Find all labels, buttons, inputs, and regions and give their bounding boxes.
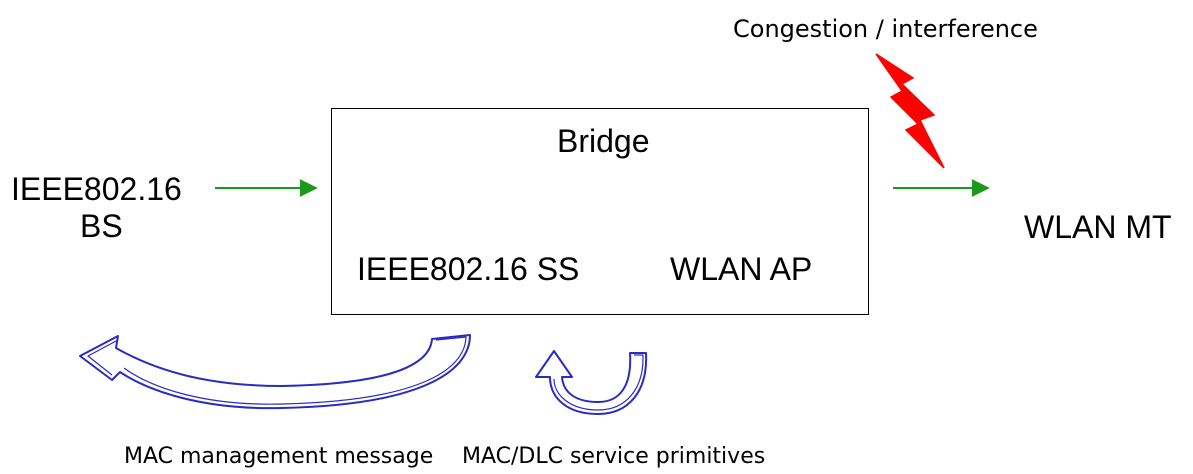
wlan-ap-label: WLAN AP [670,251,813,287]
bridge-title: Bridge [557,123,650,159]
lightning-bolt-icon [875,53,945,169]
base-station-line1: IEEE802.16 [11,171,182,207]
mac-management-curved-arrow [79,334,471,410]
mac-management-label: MAC management message [124,444,434,469]
wlan-mt-label: WLAN MT [1024,209,1172,245]
service-primitives-label: MAC/DLC service primitives [462,444,766,469]
bridge-box [331,108,869,315]
base-station-line2: BS [80,208,123,244]
service-primitives-curved-arrow [535,350,648,415]
ieee80216-ss-label: IEEE802.16 SS [357,251,580,287]
interference-label: Congestion / interference [733,15,1038,43]
